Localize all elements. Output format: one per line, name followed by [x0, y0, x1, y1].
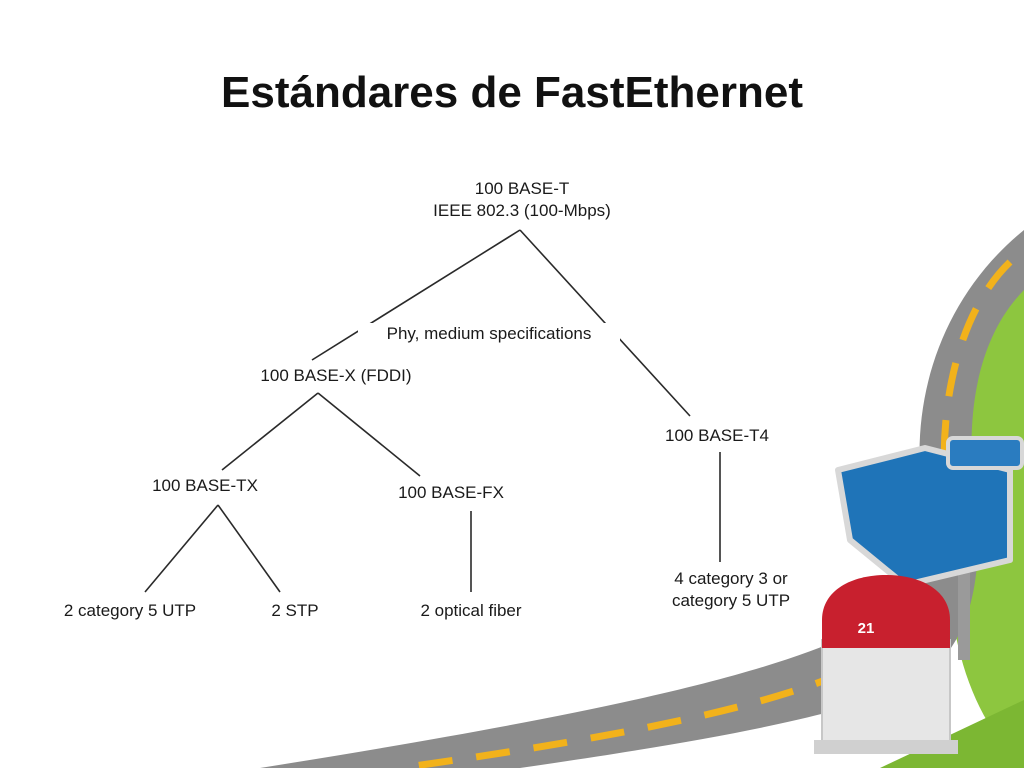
milestone-base — [814, 740, 958, 754]
road-dashes — [399, 259, 1013, 768]
edge-basex-tx — [221, 392, 319, 471]
blue-sign — [835, 445, 1013, 588]
edge-label-phy: Phy, medium specifications — [358, 323, 620, 345]
edge-basex-fx — [317, 392, 421, 477]
milestone-top — [822, 575, 950, 648]
edge-tx-cat5 — [144, 504, 219, 593]
node-base-fx: 100 BASE-FX — [398, 483, 504, 502]
small-sign — [946, 436, 1024, 470]
node-root: 100 BASE-T IEEE 802.3 (100-Mbps) — [400, 178, 644, 222]
page-number: 21 — [858, 620, 875, 637]
node-base-x: 100 BASE-X (FDDI) — [260, 366, 412, 385]
node-base-t4: 100 BASE-T4 — [665, 426, 769, 445]
milestone-body — [821, 639, 951, 753]
leaf-cat5-utp: 2 category 5 UTP — [63, 601, 197, 620]
node-base-tx: 100 BASE-TX — [152, 476, 258, 495]
leaf-t4-line1: 4 category 3 or — [674, 569, 788, 588]
node-root-line2: IEEE 802.3 (100-Mbps) — [433, 201, 611, 220]
leaf-t4: 4 category 3 or category 5 UTP — [646, 568, 816, 612]
slide-title: Estándares de FastEthernet — [221, 68, 803, 117]
edge-root-basex — [311, 229, 521, 361]
leaf-optical-fiber: 2 optical fiber — [420, 601, 522, 620]
leaf-stp: 2 STP — [271, 601, 319, 620]
node-root-line1: 100 BASE-T — [474, 179, 570, 198]
edge-tx-stp — [217, 504, 281, 593]
leaf-t4-line2: category 5 UTP — [671, 591, 791, 610]
